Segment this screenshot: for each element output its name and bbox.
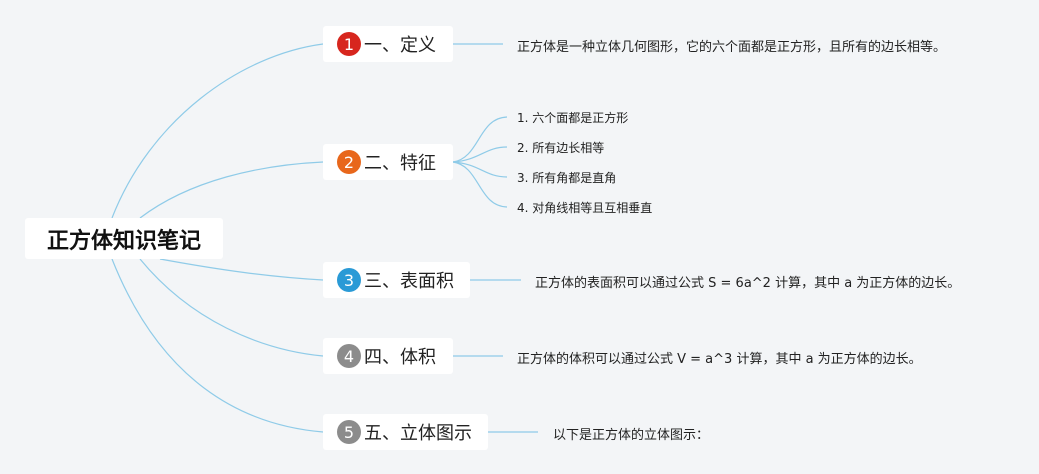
branch-label: 三、表面积	[364, 271, 454, 292]
leaf-link-2-2	[452, 146, 508, 163]
note-feature-3: 3. 所有角都是直角	[517, 171, 617, 185]
branch-label: 二、特征	[364, 153, 436, 174]
branch-label: 五、立体图示	[364, 423, 472, 444]
note-surface-area: 正方体的表面积可以通过公式 S = 6a^2 计算，其中 a 为正方体的边长。	[535, 276, 961, 291]
branch-label: 四、体积	[364, 347, 436, 368]
note-feature-1: 1. 六个面都是正方形	[517, 111, 629, 125]
branch-volume[interactable]: 4 四、体积	[323, 338, 453, 374]
root-title: 正方体知识笔记	[46, 228, 201, 254]
badge-3: 3	[337, 268, 361, 292]
note-diagram: 以下是正方体的立体图示：	[553, 428, 710, 443]
branch-surface-area[interactable]: 3 三、表面积	[323, 262, 470, 298]
leaf-link-2-4	[452, 161, 508, 208]
branch-diagram[interactable]: 5 五、立体图示	[323, 414, 488, 450]
root-node[interactable]: 正方体知识笔记	[25, 218, 223, 259]
root-link-1	[111, 43, 324, 219]
badge-5: 5	[337, 420, 361, 444]
leaf-link-2-3	[452, 161, 508, 178]
badge-4: 4	[337, 344, 361, 368]
branch-definition[interactable]: 1 一、定义	[323, 26, 453, 62]
note-feature-2: 2. 所有边长相等	[517, 141, 605, 155]
branch-label: 一、定义	[364, 35, 436, 56]
note-feature-4: 4. 对角线相等且互相垂直	[517, 201, 653, 215]
note-definition: 正方体是一种立体几何图形，它的六个面都是正方形，且所有的边长相等。	[517, 40, 947, 55]
badge-2: 2	[337, 150, 361, 174]
leaf-link-2-1	[452, 116, 508, 163]
note-volume: 正方体的体积可以通过公式 V = a^3 计算，其中 a 为正方体的边长。	[517, 352, 922, 367]
root-link-4	[139, 258, 324, 357]
root-link-2	[139, 161, 324, 219]
root-link-3	[159, 258, 324, 281]
badge-1: 1	[337, 32, 361, 56]
branch-features[interactable]: 2 二、特征	[323, 144, 453, 180]
root-link-5	[111, 258, 324, 433]
